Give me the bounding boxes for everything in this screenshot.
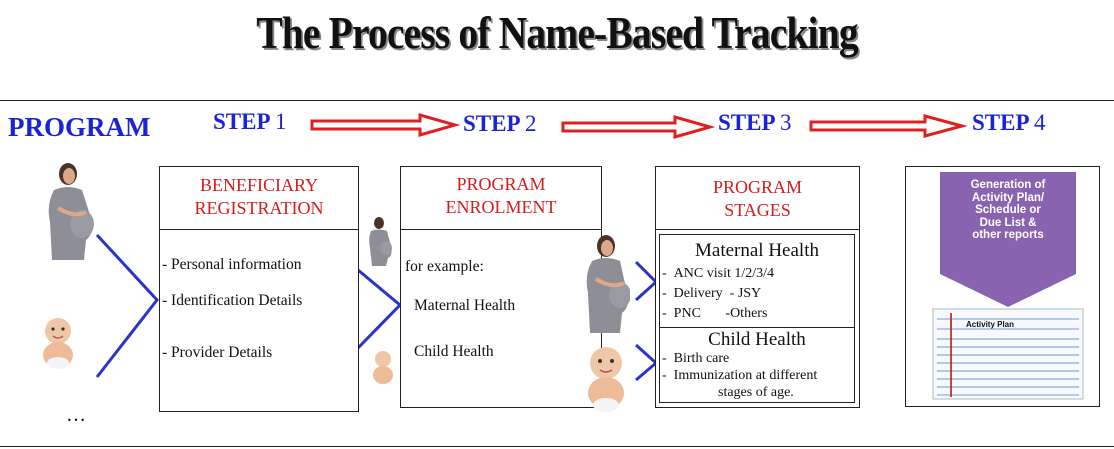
bottom-divider xyxy=(0,446,1114,447)
step-word: STEP xyxy=(463,111,520,136)
box-divider xyxy=(401,229,601,230)
registration-item: - Provider Details xyxy=(162,344,273,361)
reports-box: Generation of Activity Plan/ Schedule or… xyxy=(905,166,1100,407)
maternal-health-panel: Maternal Health - ANC visit 1/2/3/4 - De… xyxy=(659,234,855,328)
step-number: 2 xyxy=(525,111,537,136)
pregnant-woman-image xyxy=(38,160,96,260)
enrolment-heading: PROGRAM ENROLMENT xyxy=(401,173,601,219)
heading-line: PROGRAM xyxy=(712,177,803,197)
child-health-title: Child Health xyxy=(708,329,806,350)
child-line: - Birth care xyxy=(662,351,730,366)
step-word: STEP xyxy=(972,110,1029,135)
step-arrow-2 xyxy=(561,115,716,139)
pregnant-woman-stage-image xyxy=(580,233,631,333)
activity-plan-doc-title: Activity Plan xyxy=(966,320,1015,329)
maternal-line: - PNC -Others xyxy=(662,306,768,321)
step-word: STEP xyxy=(213,109,270,134)
baby-image xyxy=(35,315,81,371)
banner-line: Schedule or xyxy=(975,204,1041,216)
stages-heading: PROGRAM STAGES xyxy=(656,176,859,222)
registration-box: BENEFICIARY REGISTRATION - Personal info… xyxy=(159,166,359,412)
step-number: 4 xyxy=(1034,110,1046,135)
banner-line: Generation of xyxy=(970,179,1046,191)
step-arrow-1 xyxy=(310,113,461,137)
step-number: 3 xyxy=(780,110,792,135)
banner-line: Activity Plan/ xyxy=(971,191,1045,204)
maternal-line: - ANC visit 1/2/3/4 xyxy=(662,266,775,281)
box-divider xyxy=(160,229,358,230)
step-word: STEP xyxy=(718,110,775,135)
maternal-line: - Delivery - JSY xyxy=(662,286,762,301)
page-title: The Process of Name-Based Tracking xyxy=(256,7,858,58)
child-line: stages of age. xyxy=(718,385,794,400)
step-1-label: STEP 1 xyxy=(213,109,287,135)
banner-line: Due List & xyxy=(979,216,1037,229)
child-line: - Immunization at different xyxy=(662,368,818,383)
step-arrow-3 xyxy=(809,114,968,138)
heading-line: BENEFICIARY xyxy=(199,175,318,195)
step-3-label: STEP 3 xyxy=(718,110,792,136)
report-banner-text: Generation of Activity Plan/ Schedule or… xyxy=(940,179,1076,242)
enrolment-item: Child Health xyxy=(414,343,494,360)
step-4-label: STEP 4 xyxy=(972,110,1046,136)
top-divider xyxy=(0,100,1114,101)
child-health-panel: Child Health - Birth care - Immunization… xyxy=(659,327,855,403)
heading-line: PROGRAM xyxy=(456,174,546,194)
program-label: PROGRAM xyxy=(8,112,151,142)
baby-small-image xyxy=(369,349,397,385)
report-banner-shape xyxy=(932,172,1084,400)
registration-item: - Identification Details xyxy=(162,292,303,309)
stages-box: PROGRAM STAGES Maternal Health - ANC vis… xyxy=(655,166,860,408)
pregnant-woman-small-image xyxy=(364,216,394,266)
step-2-label: STEP 2 xyxy=(463,111,537,137)
registration-heading: BENEFICIARY REGISTRATION xyxy=(160,174,358,220)
enrolment-intro: for example: xyxy=(405,258,484,275)
heading-line: STAGES xyxy=(724,200,791,220)
step-number: 1 xyxy=(275,109,287,134)
registration-item: - Personal information xyxy=(162,256,302,273)
more-ellipsis: … xyxy=(66,404,86,426)
maternal-health-title: Maternal Health xyxy=(695,240,819,261)
box-divider xyxy=(656,229,859,230)
baby-stage-image xyxy=(581,343,631,415)
enrolment-item: Maternal Health xyxy=(414,297,516,314)
heading-line: REGISTRATION xyxy=(194,198,324,218)
banner-line: other reports xyxy=(972,229,1044,241)
enrolment-box: PROGRAM ENROLMENT for example: Maternal … xyxy=(400,166,602,408)
heading-line: ENROLMENT xyxy=(445,197,557,217)
